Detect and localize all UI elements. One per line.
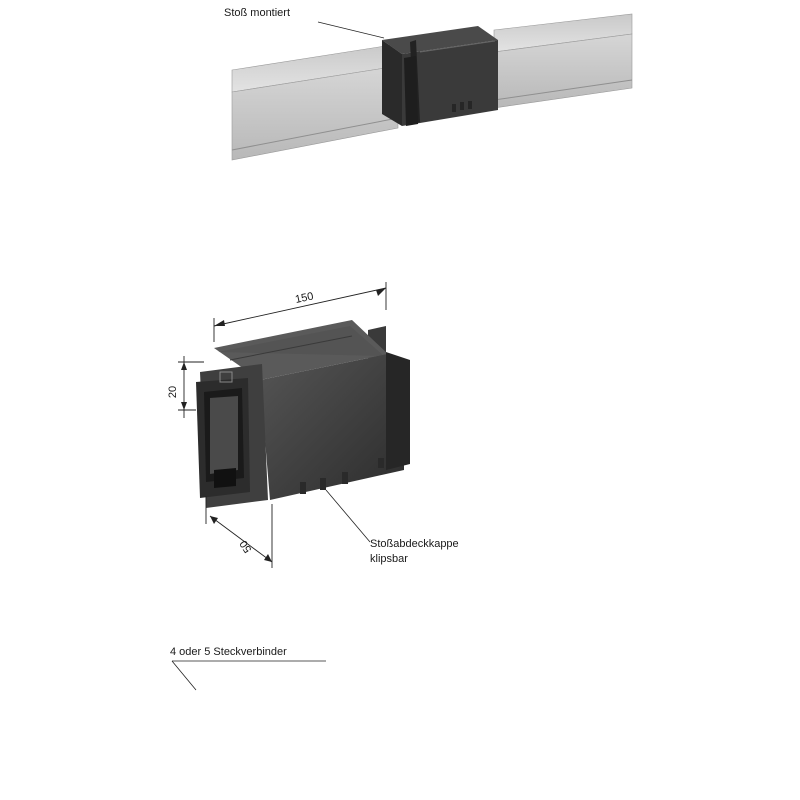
dimension-depth-value: 50 bbox=[238, 538, 255, 555]
cap-leader-line bbox=[325, 489, 371, 543]
label-cap-name: Stoßabdeckkappe bbox=[370, 538, 459, 550]
cap-illustration bbox=[196, 320, 410, 508]
dimension-height-value: 20 bbox=[167, 386, 179, 398]
dimension-height bbox=[178, 356, 204, 418]
dimension-length-value: 150 bbox=[294, 290, 314, 306]
label-connectors: 4 oder 5 Steckverbinder bbox=[170, 646, 287, 658]
connectors-leader-line bbox=[171, 660, 197, 691]
label-cap-note: klipsbar bbox=[370, 553, 408, 565]
mounted-rail-illustration bbox=[231, 13, 633, 161]
dimension-length bbox=[213, 282, 387, 342]
joint-leader-line bbox=[317, 21, 385, 39]
dimension-depth bbox=[205, 496, 273, 568]
label-joint-mounted: Stoß montiert bbox=[224, 7, 290, 19]
